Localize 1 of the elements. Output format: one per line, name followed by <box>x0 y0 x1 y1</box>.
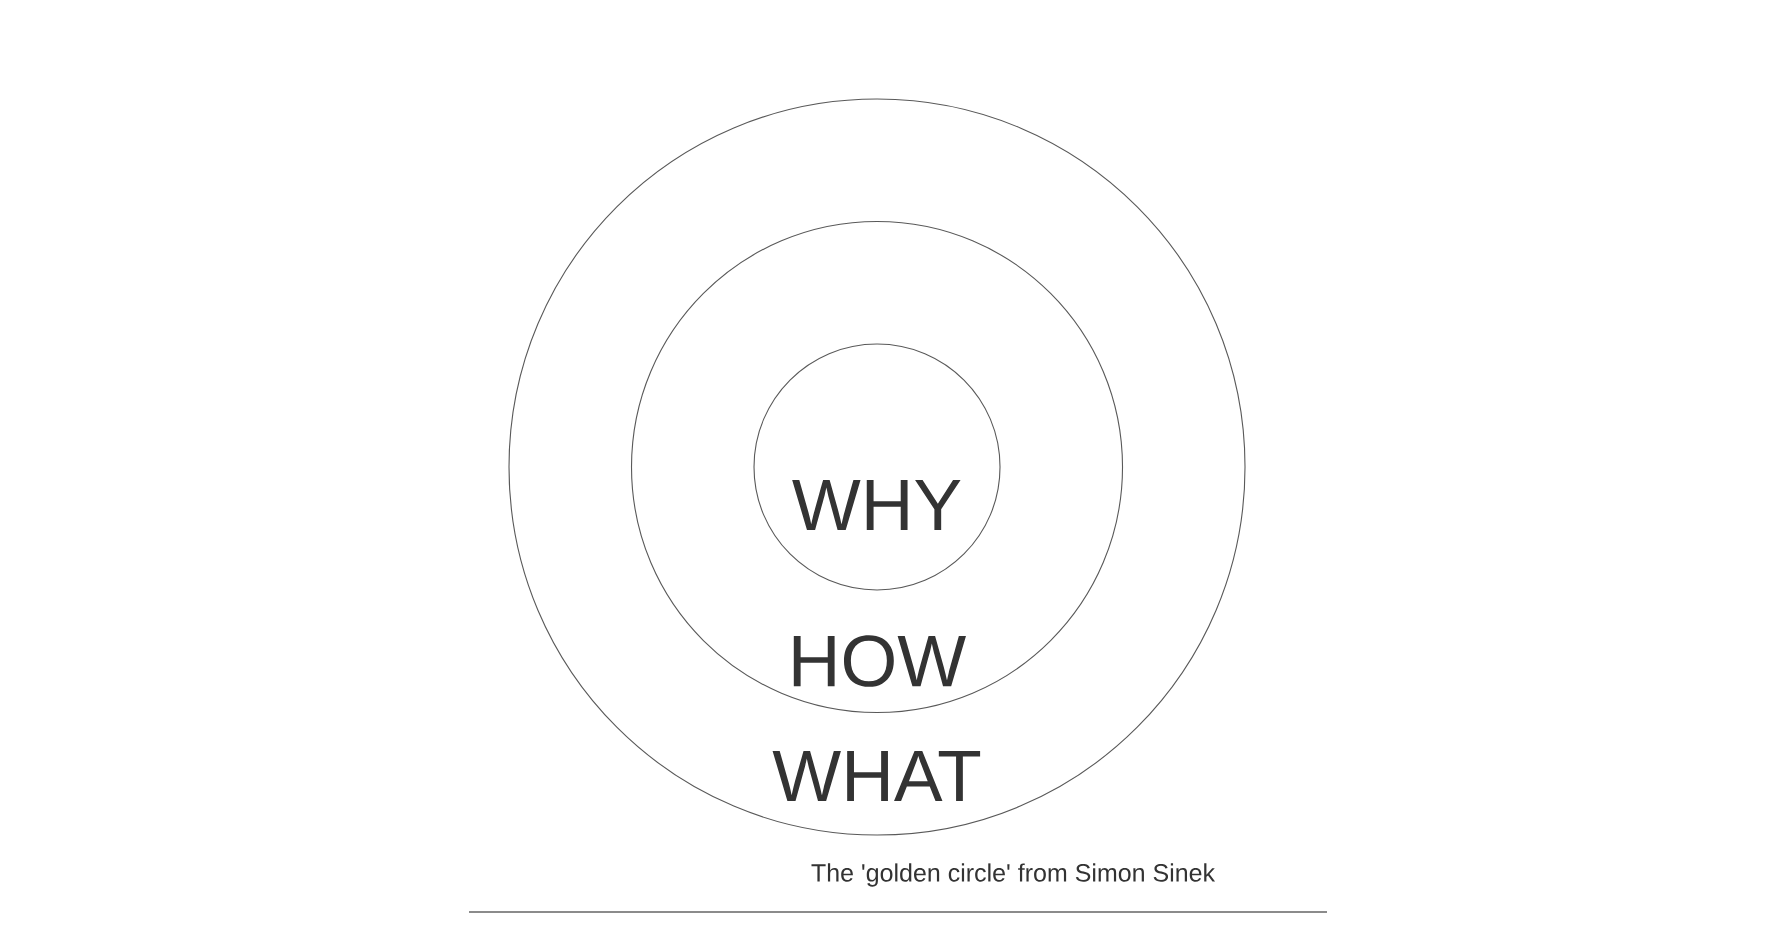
caption: The 'golden circle' from Simon Sinek <box>811 863 1216 887</box>
